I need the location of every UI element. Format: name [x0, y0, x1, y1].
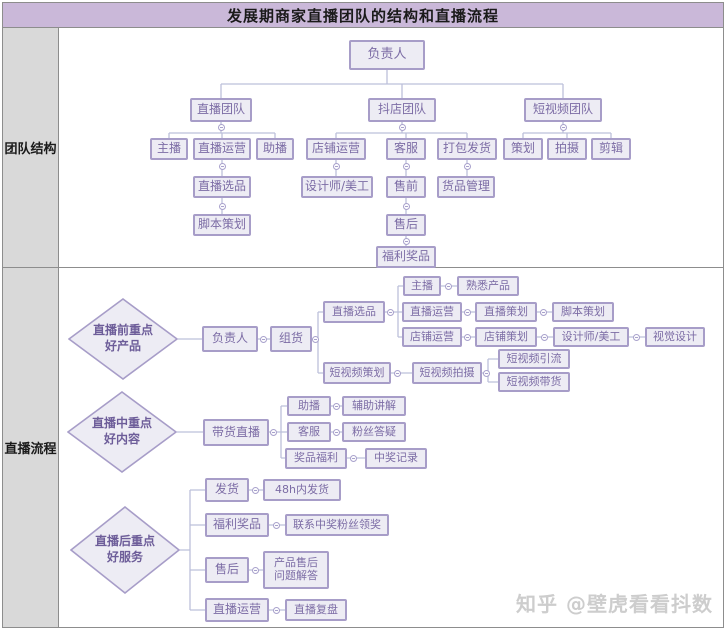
flow-node-prize-welfare: 奖品福利 [285, 448, 347, 469]
collapse-toggle[interactable] [394, 370, 401, 377]
collapse-toggle[interactable] [403, 163, 410, 170]
org-node-filming: 拍摄 [547, 138, 587, 160]
org-node-packing-shipping: 打包发货 [437, 138, 497, 160]
diamond-line: 好服务 [106, 550, 143, 564]
org-node-live-team: 直播团队 [190, 98, 252, 122]
flow-node-short-video-traffic: 短视频引流 [498, 349, 570, 369]
flow-node-shipping: 发货 [205, 478, 249, 502]
org-node-live-selection: 直播选品 [193, 176, 251, 198]
collapse-toggle[interactable] [633, 334, 640, 341]
collapse-toggle[interactable] [312, 336, 319, 343]
flow-node-visual-design: 视觉设计 [645, 327, 705, 347]
diamond-line: 直播前重点 [92, 323, 153, 338]
collapse-toggle[interactable] [252, 487, 259, 494]
collapse-toggle[interactable] [464, 334, 471, 341]
collapse-toggle[interactable] [483, 370, 490, 377]
flow-node-script-planning: 脚本策划 [552, 302, 614, 322]
collapse-toggle[interactable] [403, 238, 410, 245]
sidebar-label-live-flow: 直播流程 [2, 267, 59, 628]
flow-node-contact-winners: 联系中奖粉丝领奖 [285, 514, 389, 536]
collapse-toggle[interactable] [218, 124, 225, 131]
after-sale-qa-line: 产品售后 [274, 556, 318, 570]
collapse-toggle[interactable] [219, 163, 226, 170]
org-node-after-sale: 售后 [386, 214, 426, 236]
flow-node-winning-record: 中奖记录 [365, 448, 427, 469]
collapse-toggle[interactable] [333, 429, 340, 436]
flow-node-short-video-planning: 短视频策划 [323, 362, 391, 384]
collapse-toggle[interactable] [252, 567, 259, 574]
diamond-during-live: 直播中重点 好内容 [67, 391, 177, 473]
flow-node-co-host: 助播 [287, 396, 331, 416]
flow-node-after-sale-qa: 产品售后 问题解答 [263, 551, 329, 589]
sidebar-label-team-structure: 团队结构 [2, 27, 59, 268]
org-node-pre-sale: 售前 [386, 176, 426, 198]
collapse-toggle[interactable] [270, 429, 277, 436]
flow-node-customer-service: 客服 [287, 422, 331, 442]
org-node-script-planning: 脚本策划 [193, 214, 251, 236]
flow-node-short-video-selling: 短视频带货 [498, 372, 570, 392]
org-node-planning: 策划 [503, 138, 543, 160]
collapse-toggle[interactable] [464, 163, 471, 170]
flow-node-live-replay: 直播复盘 [285, 599, 347, 621]
flow-node-live-ops: 直播运营 [402, 302, 462, 322]
collapse-toggle[interactable] [219, 203, 226, 210]
page-title: 发展期商家直播团队的结构和直播流程 [2, 2, 724, 28]
org-node-short-video-team: 短视频团队 [524, 98, 602, 122]
flow-node-shop-ops: 店铺运营 [402, 327, 462, 347]
diamond-line: 好内容 [103, 432, 140, 446]
collapse-toggle[interactable] [273, 522, 280, 529]
org-node-leader: 负责人 [349, 40, 425, 70]
org-node-live-ops: 直播运营 [193, 138, 251, 160]
diamond-pre-live: 直播前重点 好产品 [68, 298, 178, 380]
collapse-toggle[interactable] [350, 455, 357, 462]
org-node-customer-service: 客服 [386, 138, 426, 160]
collapse-toggle[interactable] [445, 283, 452, 290]
flow-node-selling-live: 带货直播 [203, 419, 269, 446]
flow-node-leader: 负责人 [202, 326, 258, 352]
diamond-during-live-label: 直播中重点 好内容 [67, 391, 177, 473]
org-node-co-host: 助播 [256, 138, 294, 160]
collapse-toggle[interactable] [333, 163, 340, 170]
org-node-designer: 设计师/美工 [301, 176, 373, 198]
diamond-line: 直播后重点 [94, 534, 155, 549]
diamond-post-live: 直播后重点 好服务 [70, 506, 180, 594]
org-node-welfare-prizes: 福利奖品 [376, 246, 436, 268]
diamond-pre-live-label: 直播前重点 好产品 [68, 298, 178, 380]
flow-node-designer: 设计师/美工 [553, 327, 629, 347]
flow-node-fan-qa: 粉丝答疑 [342, 422, 406, 442]
collapse-toggle[interactable] [541, 334, 548, 341]
flow-node-host: 主播 [403, 276, 441, 296]
org-node-editing: 剪辑 [591, 138, 631, 160]
collapse-toggle[interactable] [333, 403, 340, 410]
org-node-douyin-shop-team: 抖店团队 [368, 98, 436, 122]
flow-node-know-products: 熟悉产品 [457, 276, 519, 296]
org-node-goods-management: 货品管理 [437, 176, 495, 198]
flow-node-ship-48h: 48h内发货 [263, 479, 341, 501]
org-node-host: 主播 [150, 138, 188, 160]
diamond-post-live-label: 直播后重点 好服务 [70, 506, 180, 594]
zhihu-watermark: 知乎 @壁虎看看抖数 [516, 592, 713, 616]
flow-node-live-ops-review: 直播运营 [205, 598, 269, 622]
collapse-toggle[interactable] [540, 309, 547, 316]
flow-node-welfare-prizes: 福利奖品 [205, 513, 269, 537]
flow-node-short-video-filming: 短视频拍摄 [412, 362, 482, 384]
collapse-toggle[interactable] [399, 124, 406, 131]
collapse-toggle[interactable] [560, 124, 567, 131]
diamond-line: 直播中重点 [91, 416, 152, 431]
flow-node-shop-planning: 店铺策划 [475, 327, 537, 347]
diamond-line: 好产品 [104, 339, 141, 353]
collapse-toggle[interactable] [260, 336, 267, 343]
flow-node-live-planning: 直播策划 [475, 302, 537, 322]
org-node-shop-ops: 店铺运营 [306, 138, 366, 160]
collapse-toggle[interactable] [273, 607, 280, 614]
collapse-toggle[interactable] [403, 203, 410, 210]
collapse-toggle[interactable] [387, 309, 394, 316]
collapse-toggle[interactable] [464, 309, 471, 316]
flow-node-after-sale: 售后 [205, 557, 249, 583]
flow-node-assist-explain: 辅助讲解 [342, 396, 406, 416]
after-sale-qa-line: 问题解答 [274, 569, 318, 582]
flow-node-live-selection: 直播选品 [323, 301, 385, 323]
flow-node-assemble-goods: 组货 [270, 326, 312, 352]
